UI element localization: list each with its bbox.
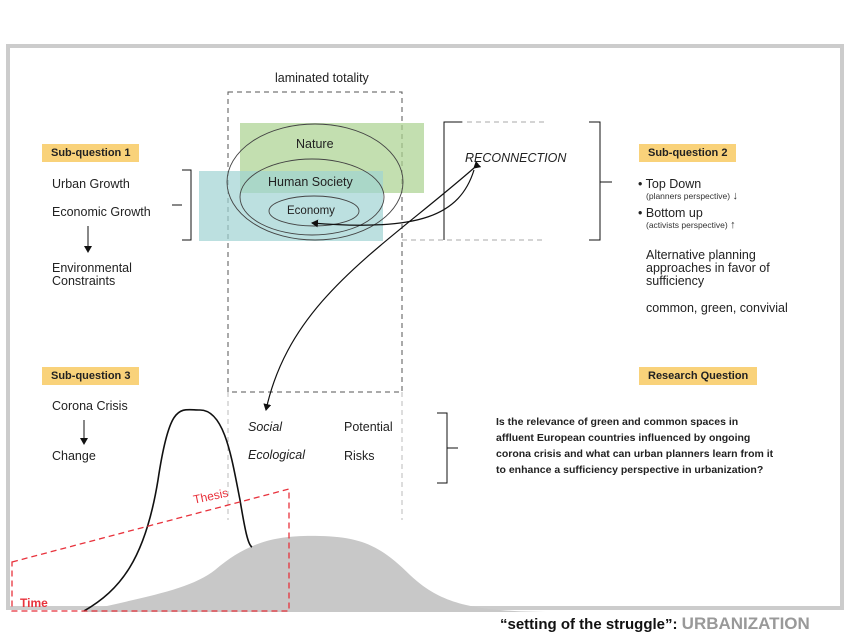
social-label: Social (248, 420, 283, 434)
reconnection-label: RECONNECTION (465, 151, 567, 165)
ecological-label: Ecological (248, 448, 305, 462)
thesis-outline (11, 488, 290, 612)
research-line: Is the relevance of green and common spa… (496, 416, 739, 428)
arrow-reconnection-social (263, 161, 482, 411)
alt-planning-line: sufficiency (646, 274, 705, 288)
top-down-label: Top Down (645, 177, 702, 191)
subq3-item: Corona Crisis (52, 399, 128, 413)
caption-quote: “setting of the struggle”: (500, 616, 678, 633)
caption: “setting of the struggle”: URBANIZATION (500, 614, 810, 634)
bottom-up-label: Bottom up (645, 206, 703, 220)
research-line: affluent European countries influenced b… (496, 432, 751, 444)
common-green-convivial: common, green, convivial (646, 301, 788, 315)
risks-label: Risks (344, 449, 375, 463)
top-down-item: • Top Down (638, 177, 702, 191)
caption-urbanization: URBANIZATION (681, 614, 810, 633)
subq3-badge: Sub-question 3 (42, 367, 140, 385)
human-society-label: Human Society (268, 175, 353, 189)
bottom-up-item: • Bottom up (638, 206, 703, 220)
alt-planning-line: Alternative planning (646, 248, 756, 262)
arrow-down-icon: ↓ (732, 190, 738, 202)
nature-label: Nature (296, 137, 334, 151)
research-badge: Research Question (639, 367, 758, 385)
laminated-totality-label: laminated totality (275, 71, 369, 85)
research-line: corona crisis and what can urban planner… (496, 448, 774, 460)
time-label: Time (20, 596, 48, 610)
urbanization-hill (80, 535, 545, 612)
subq2-badge: Sub-question 2 (639, 144, 737, 162)
bottom-up-sub: (activists perspective) ↑ (646, 219, 736, 231)
bracket-subq1 (172, 169, 192, 241)
bracket-research (437, 412, 458, 484)
arrow-up-icon: ↑ (730, 219, 736, 231)
economy-label: Economy (287, 205, 335, 217)
bracket-subq2 (589, 121, 612, 241)
subq1-item: Urban Growth (52, 177, 130, 191)
subq1-item: Environmental (52, 261, 132, 275)
subq1-item: Economic Growth (52, 205, 151, 219)
subq1-badge: Sub-question 1 (42, 144, 140, 162)
research-line: to enhance a sufficiency perspective in … (496, 464, 764, 476)
top-down-sub: (planners perspective) ↓ (646, 190, 738, 202)
potential-label: Potential (344, 420, 393, 434)
subq1-item: Constraints (52, 274, 116, 288)
corona-curve (83, 408, 253, 612)
alt-planning-line: approaches in favor of (646, 261, 770, 275)
subq3-item: Change (52, 449, 96, 463)
outer-frame (6, 44, 844, 610)
